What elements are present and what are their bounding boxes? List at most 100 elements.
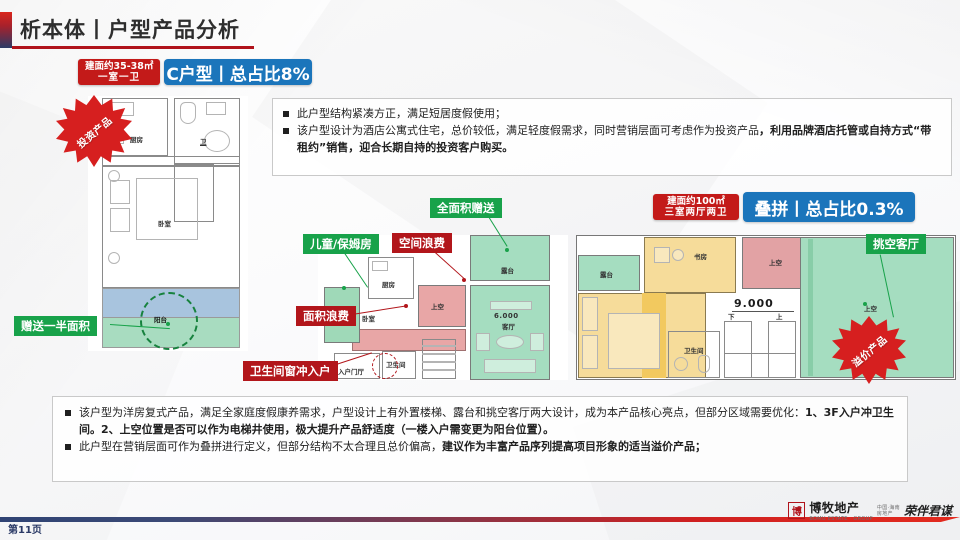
note-bullet: 该户型设计为酒店公寓式住宅，总价较低，满足轻度假需求，同时营销层面可考虑作为投资… [283, 122, 941, 156]
unit-stack-type-badge: 叠拼丨总占比0.3% [743, 192, 915, 222]
unit-c-area-line2: 一室一卫 [97, 71, 140, 83]
room-label-void: 上空 [431, 303, 444, 311]
summary-text-part2: 区域需要优化： [728, 406, 805, 419]
logo-mark-icon: 博 [788, 502, 806, 519]
unit-stack-area-line2: 三室两厅两卫 [664, 206, 728, 218]
title-underline [12, 46, 254, 49]
unit-stack-area-badge: 建面约100㎡ 三室两厅两卫 [653, 194, 739, 220]
logo-sub-line1: 中国·海南 [876, 504, 900, 511]
tag-double-height-living: 挑空客厅 [866, 234, 926, 255]
connector-dot [863, 302, 867, 306]
mid-stair-step [422, 345, 456, 347]
stack-up-arrow-label: 上 [776, 313, 783, 321]
mid-coffee-table [496, 335, 524, 349]
tag-half-area-gift: 赠送一半面积 [14, 316, 97, 337]
logo-company-name: 博牧地产 [809, 501, 860, 515]
mid-armchair [476, 333, 490, 351]
mid-sofa [484, 359, 536, 373]
unit-c-notes-box: 此户型结构紧凑方正，满足短居度假使用； 该户型设计为酒店公寓式住宅，总价较低，满… [272, 98, 952, 176]
tag-bath-window-entry: 卫生间窗冲入户 [243, 361, 338, 382]
premium-product-burst: 溢价产品 [832, 316, 906, 384]
room-label-void: 上空 [769, 259, 782, 267]
plan-bed [136, 178, 198, 240]
note-text-part1: 该户型设计为酒店公寓式住宅，总价较低，满足轻度假需求，同时营销层面可考虑作为投资… [297, 124, 759, 138]
summary-bullet: 此户型在营销层面可作为叠拼进行定义，但部分结构不太合理且总价偏高，建议作为丰富产… [65, 438, 895, 455]
stack-outline [576, 235, 956, 380]
stack-desk [654, 247, 670, 263]
room-label-balcony: 阳台 [154, 316, 167, 324]
stack-dimension-line [732, 311, 794, 312]
logo-sub-group: 中国·海南 房地产 [877, 505, 900, 517]
page-title: 析本体丨户型产品分析 [20, 18, 240, 42]
stack-toilet [698, 355, 710, 373]
unit-stack-area-line1: 建面约100㎡ [667, 196, 725, 207]
summary-notes-box: 该户型为洋房复式产品，满足全家庭度假康养需求，户型设计上有外置楼梯、露台和挑空客… [52, 396, 908, 482]
mid-tv-unit [490, 301, 532, 310]
room-label-study: 书房 [694, 253, 707, 261]
summary-bullet: 该户型为洋房复式产品，满足全家庭度假康养需求，户型设计上有外置楼梯、露台和挑空客… [65, 404, 895, 438]
mid-dimension: 6.000 [494, 312, 519, 320]
room-label-entry: 入户门厅 [338, 368, 364, 376]
room-label-void2: 上空 [864, 305, 877, 313]
mid-terrace-fill [470, 235, 550, 281]
plan-nightstand [110, 208, 130, 232]
balcony-highlight-circle [140, 292, 198, 350]
plan-shower [204, 130, 230, 152]
plan-corridor [102, 156, 240, 166]
mid-stair-step [422, 369, 456, 371]
connector-dot [462, 278, 466, 282]
connector-dot [342, 286, 346, 290]
mid-stair-step [422, 353, 456, 355]
plan-room-bedroom-box [102, 166, 240, 288]
stack-basin [674, 357, 688, 371]
connector-dot [505, 248, 509, 252]
connector-dot [404, 304, 408, 308]
connector-dot [166, 322, 170, 326]
stack-down-arrow-label: 下 [728, 313, 735, 321]
footer-rule [0, 517, 960, 522]
room-label-bath: 卫 [200, 138, 207, 146]
plan-lamp [108, 170, 120, 182]
unit-c-type-badge: C户型丨总占比8% [164, 59, 312, 85]
summary-text-part1: 该户型为洋房复式产品，满足全家庭度假康养需求，户型设计上有外置楼梯、露台和挑空客… [79, 406, 728, 419]
mid-kitchen-box [368, 257, 414, 299]
logo-sub-line2: 房地产 [876, 510, 893, 517]
header-accent-bar [0, 12, 12, 48]
note-text: 此户型结构紧凑方正，满足短居度假使用； [297, 107, 506, 120]
room-label-terrace: 露台 [501, 267, 514, 275]
unit-c-area-line1: 建面约35-38㎡ [85, 61, 154, 72]
logo-slogan: 荣伴君谋 [903, 504, 952, 518]
logo-company-en: BOMU ESTATE · GROUP [809, 516, 873, 522]
stack-chair [672, 249, 684, 261]
room-label-kitchen: 厨房 [130, 136, 143, 144]
mid-stove [372, 261, 388, 271]
plan-basin [206, 102, 226, 115]
stack-wardrobe [582, 297, 598, 331]
room-label-kitchen: 厨房 [382, 281, 395, 289]
unit-stack-floorplan: 露台 书房 静区 上空 9.000 卫生间 下 上 上空 [576, 235, 956, 380]
stack-bed [608, 313, 660, 369]
investment-product-burst: 投资产品 [56, 95, 132, 167]
plan-closet [174, 164, 214, 222]
bullet-square-icon [65, 444, 71, 451]
stack-dimension: 9.000 [734, 297, 774, 310]
stack-wardrobe [582, 335, 598, 369]
tag-child-nanny-room: 儿童/保姆房 [303, 234, 379, 255]
plan-lamp [108, 252, 120, 264]
note-text: 该户型设计为酒店公寓式住宅，总价较低，满足轻度假需求，同时营销层面可考虑作为投资… [297, 122, 941, 156]
logo-text-group: 博牧地产 BOMU ESTATE · GROUP [809, 499, 873, 522]
mid-stair-step [422, 361, 456, 363]
company-logo: 博 博牧地产 BOMU ESTATE · GROUP 中国·海南 房地产 荣伴君… [788, 499, 952, 522]
unit-c-area-badge: 建面约35-38㎡ 一室一卫 [78, 59, 160, 85]
tag-space-waste: 空间浪费 [392, 233, 452, 254]
mid-stairs [422, 339, 456, 379]
stack-terrace-fill [578, 255, 640, 291]
summary-text-part3: 1、3F入户冲卫生间。2、上空位置是否可以作为电梯井使用，极大提升产品舒适度（一… [79, 406, 894, 437]
stack-stair-landing [724, 353, 796, 378]
tag-area-waste: 面积浪费 [296, 306, 356, 327]
bullet-square-icon [283, 128, 289, 135]
stack-bath-box [668, 331, 720, 378]
summary-text-part1: 此户型在营销层面可作为叠拼进行定义，但部分结构不太合理且总价偏高， [79, 440, 442, 454]
summary-text: 该户型为洋房复式产品，满足全家庭度假康养需求，户型设计上有外置楼梯、露台和挑空客… [79, 404, 895, 438]
